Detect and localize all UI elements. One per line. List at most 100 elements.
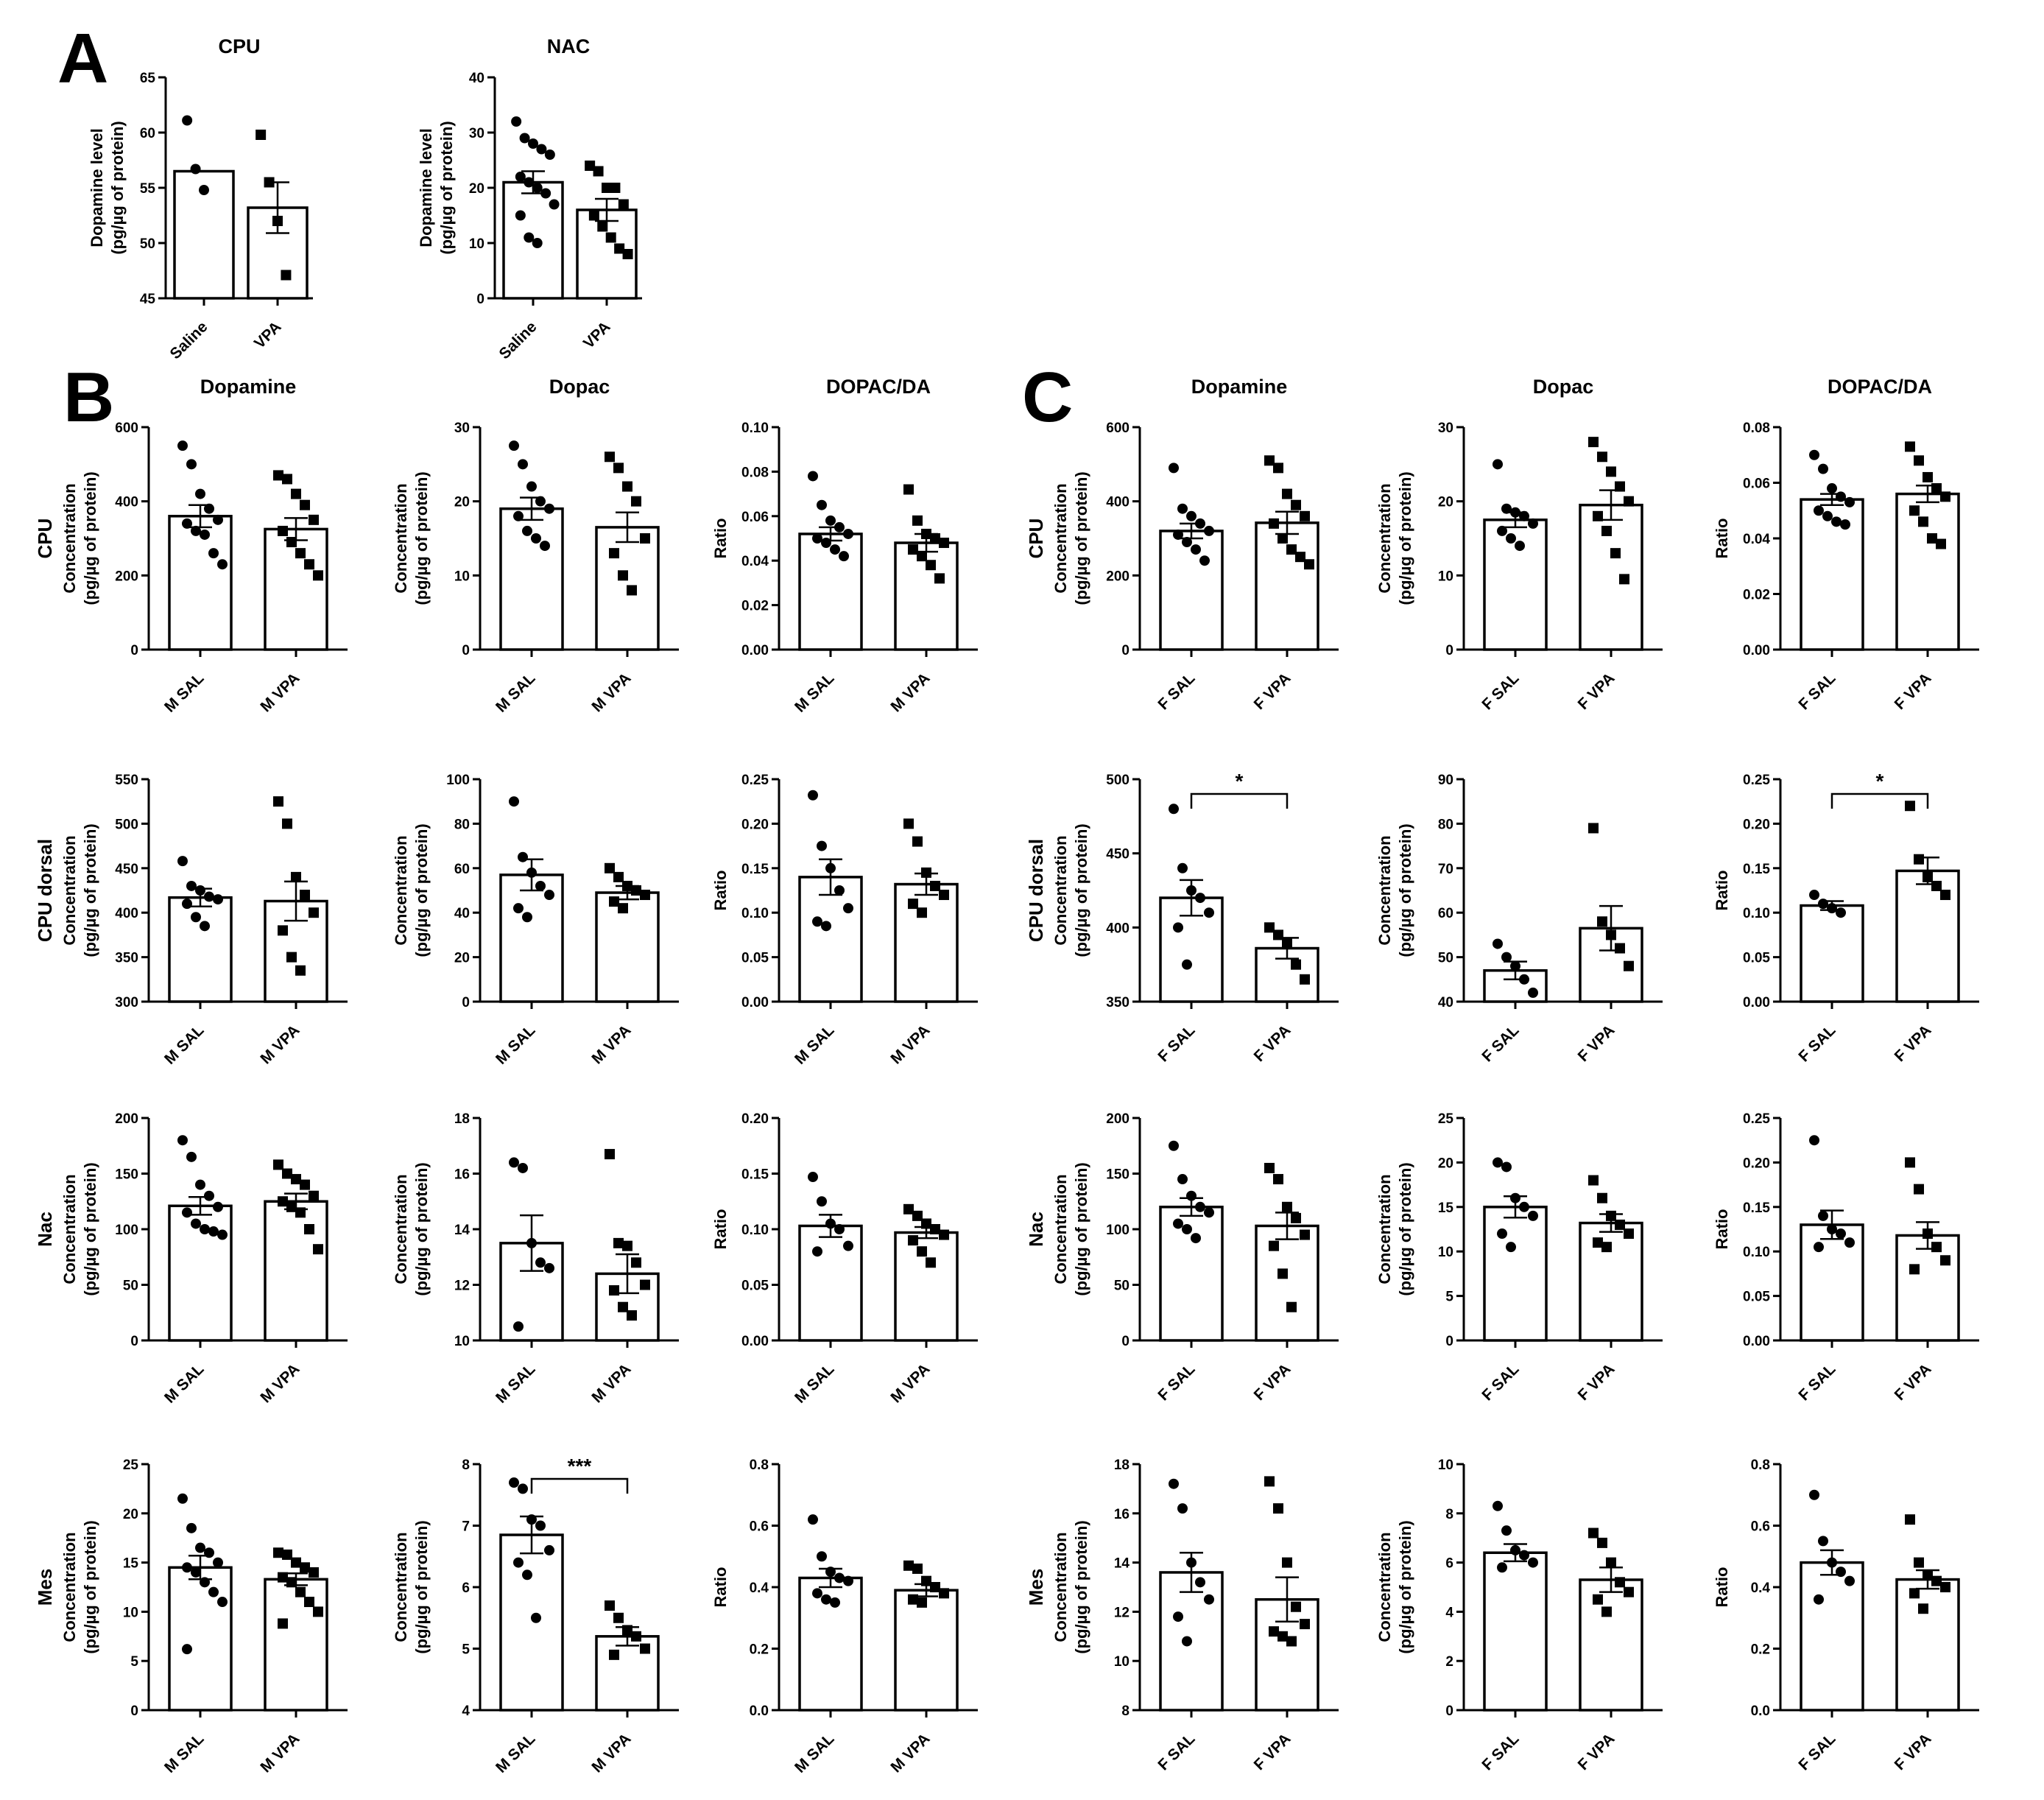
data-point [1173, 922, 1183, 933]
y-tick-label: 30 [469, 126, 484, 141]
data-point [1844, 1575, 1855, 1586]
data-point [513, 1557, 524, 1568]
x-tick-label: F VPA [1251, 1022, 1294, 1065]
y-tick-label: 0.10 [741, 421, 769, 436]
data-point [1291, 959, 1301, 970]
data-point [1278, 533, 1288, 544]
data-point [544, 1262, 554, 1273]
bar [168, 1566, 233, 1712]
y-tick-label: 500 [115, 817, 138, 832]
bar [168, 515, 233, 651]
data-point [908, 899, 918, 910]
data-point [1173, 1218, 1183, 1229]
y-axis-label: Ratio [1713, 871, 1731, 911]
y-tick-label: 50 [140, 236, 155, 252]
data-point [1493, 1157, 1503, 1168]
data-point [812, 1588, 822, 1599]
data-point [1204, 907, 1214, 918]
data-point [1182, 537, 1192, 548]
data-point [808, 1172, 818, 1183]
data-point [839, 551, 849, 562]
data-point [518, 1483, 528, 1494]
data-point [1923, 471, 1933, 482]
y-axis-label: Concentration [1051, 1174, 1070, 1284]
data-point [182, 1644, 192, 1655]
y-tick-label: 150 [1106, 1167, 1130, 1183]
data-point [605, 451, 615, 463]
y-tick-label: 0.20 [741, 817, 769, 832]
bar [1579, 1578, 1643, 1712]
data-point [912, 515, 923, 526]
data-point [213, 1557, 223, 1568]
data-point [917, 907, 927, 918]
data-point [313, 1244, 323, 1255]
data-point [808, 790, 818, 801]
y-tick-label: 0 [1121, 643, 1130, 658]
data-point [1295, 552, 1305, 563]
data-point [177, 856, 188, 867]
y-tick-label: 400 [115, 495, 138, 510]
data-point [613, 1612, 624, 1623]
data-point [208, 548, 219, 559]
bar [1483, 1206, 1548, 1342]
data-point [282, 1168, 292, 1179]
data-point [309, 514, 319, 525]
row-label: CPU dorsal [1025, 839, 1047, 942]
data-point [256, 130, 267, 140]
x-tick-label: F SAL [1155, 669, 1198, 713]
data-point [186, 1522, 197, 1533]
data-point [1304, 559, 1314, 570]
data-point [1936, 538, 1946, 549]
x-tick-label: Saline [167, 318, 211, 362]
y-axis-label: (pg/µg of protein) [1396, 1162, 1414, 1295]
data-point [843, 1240, 853, 1251]
y-tick-label: 450 [115, 862, 138, 877]
y-tick-label: 8 [1121, 1704, 1130, 1719]
y-tick-label: 20 [123, 1507, 138, 1522]
data-point [295, 1586, 306, 1597]
data-point [291, 871, 301, 882]
chart-title: Dopamine [1191, 376, 1288, 398]
x-tick-label: F SAL [1795, 1360, 1839, 1404]
y-tick-label: 65 [140, 71, 156, 86]
data-point [182, 518, 192, 529]
data-point [614, 243, 625, 254]
data-point [618, 199, 629, 210]
data-point [522, 1569, 532, 1581]
data-point [1519, 510, 1529, 521]
y-axis-label: (pg/µg of protein) [1072, 1162, 1090, 1295]
y-tick-label: 10 [1114, 1654, 1130, 1670]
data-point [177, 1493, 188, 1504]
data-point [213, 514, 223, 525]
y-tick-label: 0.00 [741, 995, 769, 1010]
y-tick-label: 40 [469, 71, 484, 86]
data-point [1497, 1228, 1507, 1240]
data-point [1169, 463, 1179, 474]
y-tick-label: 0 [1445, 1704, 1453, 1719]
y-tick-label: 0 [1121, 1334, 1130, 1349]
data-point [926, 560, 936, 571]
y-tick-label: 0.0 [1751, 1704, 1770, 1719]
data-point [1501, 503, 1512, 514]
data-point [631, 885, 641, 896]
y-tick-label: 0.10 [1743, 1245, 1770, 1260]
x-tick-label: F VPA [1892, 669, 1935, 713]
data-point [177, 1135, 188, 1146]
data-point [204, 503, 214, 514]
data-point [1269, 1240, 1279, 1251]
data-point [522, 525, 532, 536]
y-tick-label: 100 [115, 1223, 138, 1238]
y-tick-label: 0 [130, 1704, 138, 1719]
data-point [1610, 548, 1621, 559]
data-point [843, 1575, 853, 1586]
data-point [1818, 1210, 1828, 1221]
y-tick-label: 0.2 [1751, 1642, 1770, 1658]
data-point [1204, 1207, 1214, 1218]
data-point [1593, 1237, 1603, 1248]
